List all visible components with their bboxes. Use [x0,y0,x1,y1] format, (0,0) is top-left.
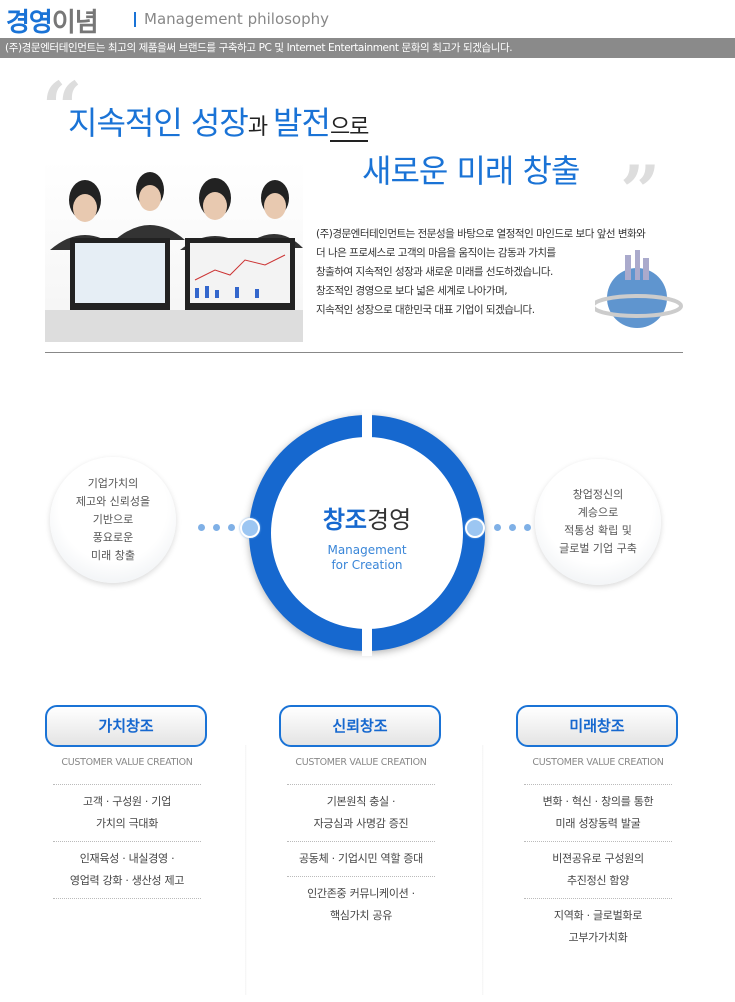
list-item: 인간존중 커뮤니케이션 ·핵심가치 공유 [307,887,415,922]
connector-dot [524,524,531,531]
banner: (주)경문엔터테인먼트는 최고의 제품을써 브랜드를 구축하고 PC 및 Int… [0,38,735,58]
connector-node [465,518,485,538]
column-trust-creation: 신뢰창조 CUSTOMER VALUE CREATION 기본원칙 충실 ·자긍… [279,705,443,927]
column-separator [245,745,247,995]
connector-dot [213,524,220,531]
hero-headline-1: 지속적인 성장과 발전으로 [68,104,369,142]
connector-dot [494,524,501,531]
list-item: 인재육성 · 내실경영 ·영업력 강화 · 생산성 제고 [69,852,185,887]
list-item: 공동체 · 기업시민 역할 증대 [298,852,423,865]
connector-dot [509,524,516,531]
column-separator [482,745,484,995]
hero-headline-2: 새로운 미래 창출 [362,152,580,190]
column-value-creation: 가치창조 CUSTOMER VALUE CREATION 고객 · 구성원 · … [45,705,209,899]
trust-creation-button[interactable]: 신뢰창조 [279,705,441,747]
list-item: 기본원칙 충실 ·자긍심과 사명감 증진 [313,795,409,830]
connector-dot [228,524,235,531]
open-quote-icon: “ [42,66,83,149]
globe-icon [591,250,685,334]
page-subtitle: Management philosophy [134,12,329,27]
connector-node [240,518,260,538]
column-future-creation: 미래창조 CUSTOMER VALUE CREATION 변화 · 혁신 · 창… [516,705,680,949]
connector-dot [198,524,205,531]
intro-paragraph: (주)경문엔터테인먼트는 전문성을 바탕으로 열정적인 마인드로 보다 앞선 변… [316,228,646,316]
page-title: 경영이념 [6,8,99,38]
center-circle [271,437,463,629]
team-photo [45,160,303,342]
close-quote-icon: ” [620,150,661,233]
future-creation-button[interactable]: 미래창조 [516,705,678,747]
value-creation-button[interactable]: 가치창조 [45,705,207,747]
divider [45,352,683,353]
center-title: 창조경영 [322,506,412,534]
